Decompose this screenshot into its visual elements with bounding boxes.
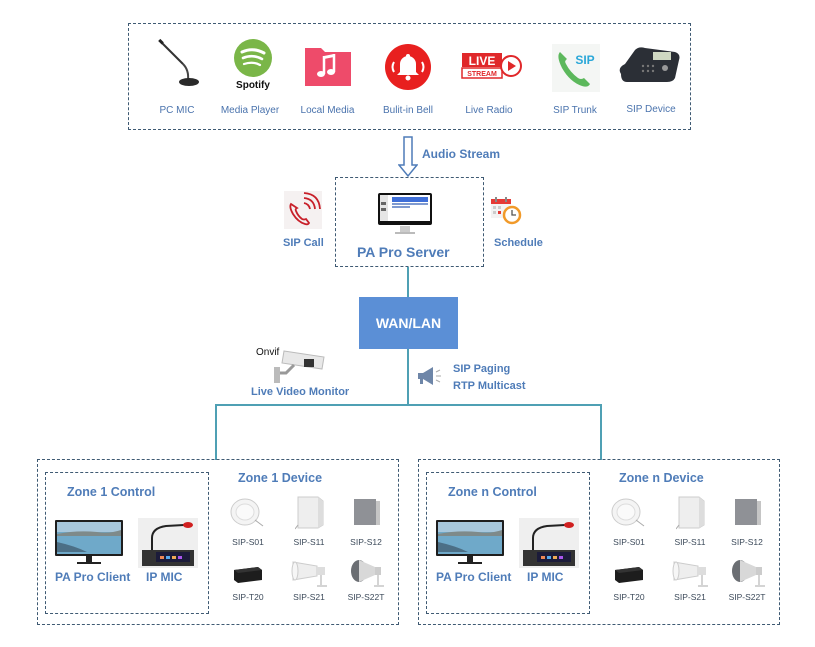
zone-group-1: Zone 1 Control Zone 1 Device PA Pro Clie… <box>37 459 399 625</box>
device-sip-s21-icon <box>672 558 712 588</box>
live-stream-icon: LIVE STREAM <box>461 52 523 80</box>
svg-text:SIP: SIP <box>575 53 594 67</box>
device-label: SIP-T20 <box>613 592 645 602</box>
zone-control-group <box>426 472 590 614</box>
device-sip-s01-icon <box>610 498 646 530</box>
zone-control-title: Zone n Control <box>448 485 537 499</box>
device-sip-t20-icon <box>232 564 264 584</box>
audio-stream-arrow-icon <box>398 136 418 178</box>
svg-text:STREAM: STREAM <box>467 71 497 78</box>
device-sip-s11-icon <box>676 495 706 531</box>
zone-device-title: Zone n Device <box>619 471 704 485</box>
svg-text:LIVE: LIVE <box>469 54 496 68</box>
ip-mic-label: IP MIC <box>146 570 183 584</box>
source-label-local-media: Local Media <box>300 105 355 116</box>
device-sip-t20-icon <box>613 564 645 584</box>
source-label-pc-mic: PC MIC <box>159 105 195 116</box>
ip-mic-icon <box>519 518 579 568</box>
device-label: SIP-S11 <box>674 537 706 547</box>
onvif-logo-text: Onvif <box>256 347 280 358</box>
source-label-media-player: Media Player <box>220 105 280 116</box>
pa-pro-client-monitor-icon <box>436 520 504 566</box>
connector-zone-n <box>600 404 602 460</box>
server-monitor-icon <box>377 192 433 236</box>
connector-network-trunk <box>407 349 409 406</box>
live-video-monitor-label: Live Video Monitor <box>251 386 350 398</box>
schedule-icon <box>490 196 524 226</box>
zone-control-group <box>45 472 209 614</box>
pa-pro-server-group <box>335 177 484 267</box>
device-label: SIP-S22T <box>347 592 385 602</box>
zone-control-title: Zone 1 Control <box>67 485 156 499</box>
rtp-multicast-label: RTP Multicast <box>453 380 526 392</box>
zone-device-title: Zone 1 Device <box>238 471 323 485</box>
device-sip-s22t-icon <box>349 558 389 588</box>
device-label: SIP-S21 <box>674 592 706 602</box>
desk-phone-icon <box>617 44 681 84</box>
ip-mic-icon <box>138 518 198 568</box>
megaphone-icon <box>416 366 442 386</box>
spotify-icon: Spotify <box>230 38 276 90</box>
source-label-built-in-bell: Bulit-in Bell <box>382 105 434 116</box>
sip-call-icon <box>284 191 322 229</box>
device-label: SIP-S12 <box>731 537 763 547</box>
pa-pro-client-monitor-icon <box>55 520 123 566</box>
source-label-sip-trunk: SIP Trunk <box>553 105 597 116</box>
connector-server-network <box>407 267 409 297</box>
connector-zone-1 <box>215 404 217 460</box>
device-label: SIP-S22T <box>728 592 766 602</box>
music-folder-icon <box>303 44 353 88</box>
source-label-sip-device: SIP Device <box>626 104 676 115</box>
schedule-label: Schedule <box>494 237 543 249</box>
device-sip-s11-icon <box>295 495 325 531</box>
audio-sources-group <box>128 23 691 130</box>
source-label-live-radio: Live Radio <box>465 105 513 116</box>
pa-pro-client-label: PA Pro Client <box>55 570 131 584</box>
device-label: SIP-S11 <box>293 537 325 547</box>
connector-horizontal <box>215 404 602 406</box>
device-sip-s12-icon <box>734 498 762 528</box>
server-label: PA Pro Server <box>357 244 450 260</box>
ip-mic-label: IP MIC <box>527 570 564 584</box>
device-sip-s12-icon <box>353 498 381 528</box>
device-sip-s22t-icon <box>730 558 770 588</box>
zone-group-2: Zone n Control Zone n Device PA Pro Clie… <box>418 459 780 625</box>
microphone-icon <box>155 38 203 88</box>
device-label: SIP-S01 <box>232 537 264 547</box>
device-label: SIP-S21 <box>293 592 325 602</box>
device-sip-s01-icon <box>229 498 265 530</box>
device-label: SIP-S01 <box>613 537 645 547</box>
device-label: SIP-T20 <box>232 592 264 602</box>
spotify-logo-text: Spotify <box>236 80 270 90</box>
audio-stream-label: Audio Stream <box>422 147 501 161</box>
bell-icon <box>383 42 433 92</box>
pa-pro-client-label: PA Pro Client <box>436 570 512 584</box>
device-sip-s21-icon <box>291 558 331 588</box>
onvif-camera-icon: Onvif <box>254 345 330 385</box>
sip-call-label: SIP Call <box>283 237 324 249</box>
sip-paging-label: SIP Paging <box>453 363 511 375</box>
network-box: WAN/LAN <box>359 297 458 349</box>
network-label: WAN/LAN <box>375 315 442 331</box>
sip-phone-icon: SIP <box>552 44 600 92</box>
device-label: SIP-S12 <box>350 537 382 547</box>
